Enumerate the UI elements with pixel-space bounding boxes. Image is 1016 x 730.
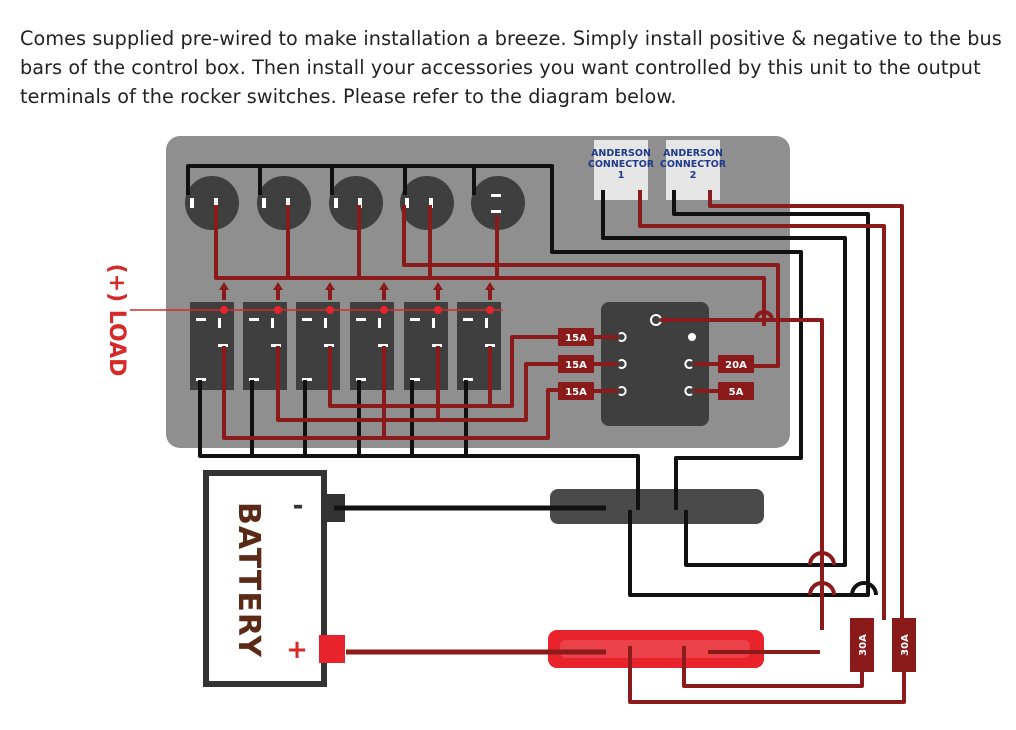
anderson-connector-1: ANDERSON CONNECTOR 1	[588, 140, 655, 200]
anderson-1-line2: CONNECTOR	[588, 159, 655, 170]
socket-4	[400, 176, 454, 230]
battery: BATTERY - +	[203, 470, 345, 687]
socket-1	[185, 176, 239, 230]
negative-wiring	[186, 164, 870, 597]
anderson-2-line2: CONNECTOR	[660, 159, 727, 170]
battery-positive-sign: +	[286, 635, 308, 665]
fuse-15a-2: 15A	[558, 355, 594, 373]
socket-5	[471, 176, 525, 230]
socket-2	[257, 176, 311, 230]
svg-text:30A: 30A	[858, 634, 869, 656]
anderson-2-line3: 2	[690, 170, 697, 181]
load-label: (+) LOAD	[104, 264, 129, 377]
battery-label: BATTERY	[231, 502, 266, 658]
svg-text:15A: 15A	[565, 333, 587, 344]
svg-text:5A: 5A	[729, 387, 744, 398]
negative-bus-bar	[550, 489, 764, 524]
fuse-20a: 20A	[718, 355, 754, 373]
anderson-1-line1: ANDERSON	[591, 148, 651, 159]
positive-wiring	[214, 190, 906, 704]
svg-text:15A: 15A	[565, 387, 587, 398]
socket-3	[329, 176, 383, 230]
battery-negative-sign: -	[293, 491, 304, 521]
positive-bus-bar	[548, 630, 764, 668]
anderson-connector-2: ANDERSON CONNECTOR 2	[660, 140, 727, 200]
inline-fuse-30a-2: 30A	[892, 618, 916, 672]
wire-crossings	[754, 310, 878, 596]
socket-row	[185, 176, 525, 230]
fuse-block	[601, 302, 709, 426]
svg-text:15A: 15A	[565, 360, 587, 371]
svg-text:30A: 30A	[900, 634, 911, 656]
fuse-5a: 5A	[718, 382, 754, 400]
fuse-15a-1: 15A	[558, 328, 594, 346]
inline-fuse-30a-1: 30A	[850, 618, 874, 672]
anderson-1-line3: 1	[618, 170, 625, 181]
fuse-15a-3: 15A	[558, 382, 594, 400]
switch-arrows	[219, 282, 495, 290]
anderson-2-line1: ANDERSON	[663, 148, 723, 159]
svg-text:20A: 20A	[725, 360, 747, 371]
intro-paragraph: Comes supplied pre-wired to make install…	[20, 27, 1002, 108]
